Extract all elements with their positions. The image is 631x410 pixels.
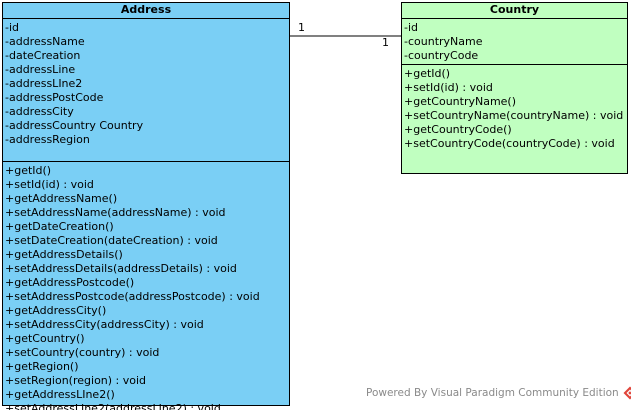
address-operation: +setAddressName(addressName) : void: [5, 206, 226, 219]
visual-paradigm-logo-icon: [623, 386, 631, 400]
address-operation: +setDateCreation(dateCreation) : void: [5, 234, 218, 247]
country-operation: +setId(id) : void: [404, 81, 493, 94]
address-attribute: -addressPostCode: [5, 91, 104, 104]
address-attribute: -addressCountry Country: [5, 119, 144, 132]
country-attribute: -id: [404, 21, 419, 34]
address-operation: +setId(id) : void: [5, 178, 94, 191]
address-class-title: Address: [3, 3, 289, 19]
country-attribute: -countryName: [404, 35, 483, 48]
address-attributes: -id-addressName-dateCreation-addressLine…: [3, 19, 289, 162]
address-operation: +getRegion(): [5, 360, 79, 373]
address-operation: +getId(): [5, 164, 52, 177]
country-operation: +getCountryName(): [404, 95, 517, 108]
target-multiplicity: 1: [382, 36, 389, 49]
footer: Powered By Visual Paradigm Community Edi…: [366, 386, 631, 400]
address-operation: +setAddressPostcode(addressPostcode) : v…: [5, 290, 260, 303]
address-operation: +setAddressLIne2(addressLIne2) : void: [5, 402, 221, 410]
address-operation: +getAddressPostcode(): [5, 276, 135, 289]
country-attributes: -id-countryName-countryCode: [402, 19, 627, 65]
country-operation: +getId(): [404, 67, 451, 80]
address-attribute: -dateCreation: [5, 49, 81, 62]
country-operations: +getId()+setId(id) : void+getCountryName…: [402, 65, 627, 151]
footer-text: Powered By Visual Paradigm Community Edi…: [366, 387, 619, 399]
country-attribute: -countryCode: [404, 49, 479, 62]
address-operation: +getAddressLIne2(): [5, 388, 115, 401]
country-class-title: Country: [402, 3, 627, 19]
address-operation: +setRegion(region) : void: [5, 374, 147, 387]
country-operation: +setCountryCode(countryCode) : void: [404, 137, 615, 150]
address-attribute: -addressRegion: [5, 133, 90, 146]
address-operation: +getAddressName(): [5, 192, 118, 205]
address-attribute: -addressCity: [5, 105, 74, 118]
address-operation: +getCountry(): [5, 332, 85, 345]
address-class[interactable]: Address -id-addressName-dateCreation-add…: [2, 2, 290, 410]
country-operation: +setCountryName(countryName) : void: [404, 109, 624, 122]
address-attribute: -addressLine: [5, 63, 76, 76]
address-operation: +getAddressCity(): [5, 304, 107, 317]
source-multiplicity: 1: [298, 21, 305, 34]
address-attribute: -id: [5, 21, 20, 34]
address-operation: +setAddressCity(addressCity) : void: [5, 318, 204, 331]
address-attribute: -addressName: [5, 35, 85, 48]
country-operation: +getCountryCode(): [404, 123, 512, 136]
country-class[interactable]: Country -id-countryName-countryCode +get…: [401, 2, 628, 174]
address-operation: +getAddressDetails(): [5, 248, 123, 261]
address-operation: +getDateCreation(): [5, 220, 114, 233]
address-operation: +setCountry(country) : void: [5, 346, 160, 359]
address-attribute: -addressLIne2: [5, 77, 83, 90]
address-operations: +getId()+setId(id) : void+getAddressName…: [3, 162, 289, 410]
address-operation: +setAddressDetails(addressDetails) : voi…: [5, 262, 237, 275]
